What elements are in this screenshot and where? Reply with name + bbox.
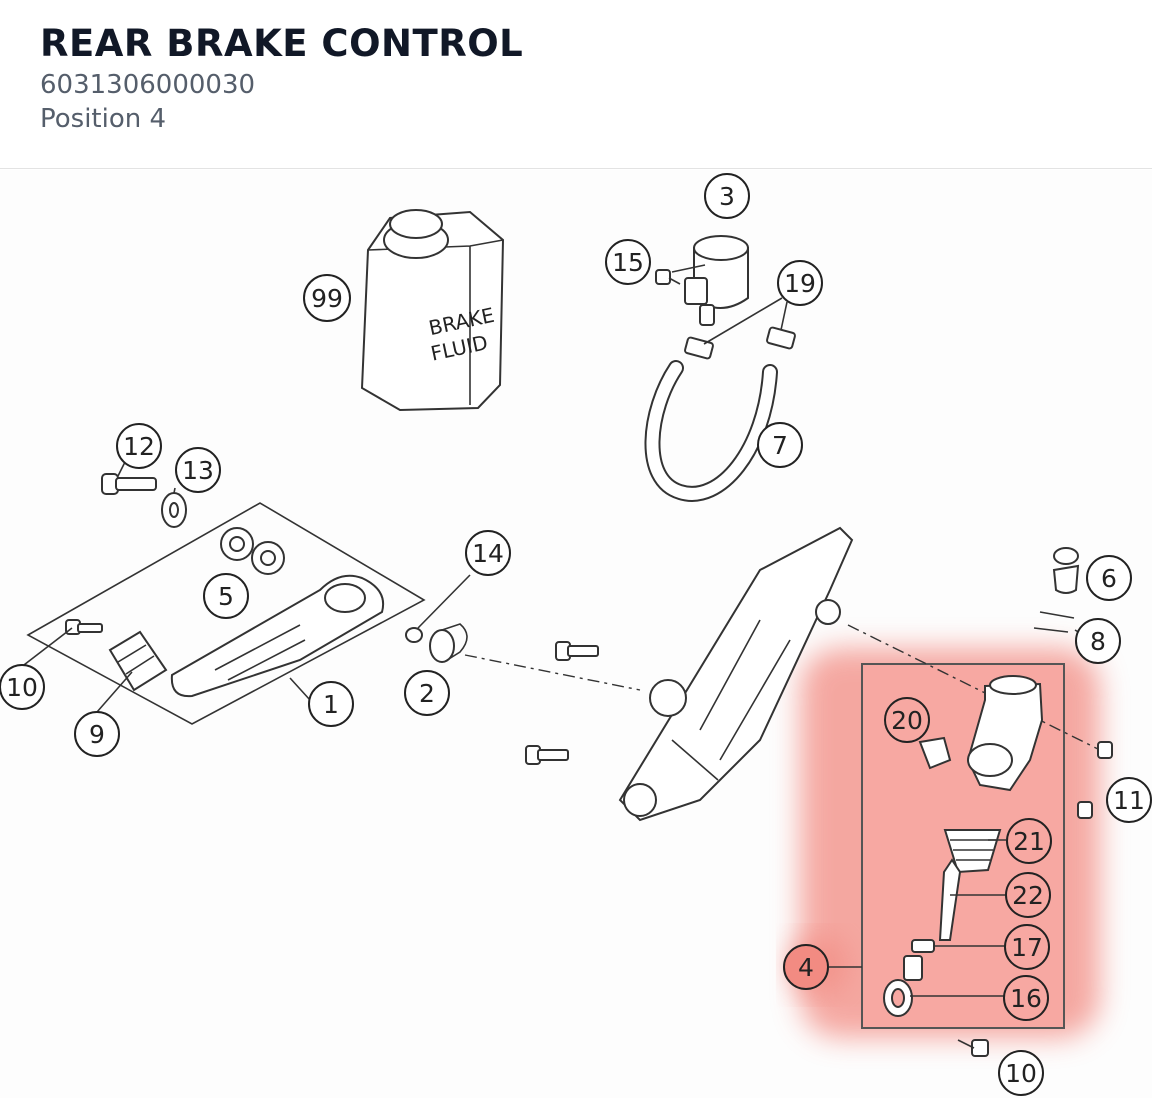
svg-text:22: 22 (1012, 881, 1044, 910)
callout-5[interactable]: 5 (203, 573, 249, 619)
svg-text:19: 19 (784, 269, 816, 298)
brake-pedal[interactable] (170, 574, 384, 698)
svg-text:3: 3 (719, 182, 735, 211)
svg-text:10: 10 (6, 673, 38, 702)
callout-4[interactable]: 4 (783, 944, 829, 990)
part-number: 6031306000030 (40, 70, 256, 100)
pedal-return-sleeve[interactable] (429, 623, 468, 663)
callout-7[interactable]: 7 (757, 422, 803, 468)
dust-cap[interactable] (1052, 547, 1080, 594)
bracket-bolts[interactable] (525, 641, 599, 765)
callout-3[interactable]: 3 (704, 173, 750, 219)
footrest-bracket[interactable] (618, 526, 854, 822)
svg-text:5: 5 (218, 582, 234, 611)
brake-pedal-kit-outline (26, 502, 426, 725)
callout-9[interactable]: 9 (74, 711, 120, 757)
svg-text:13: 13 (182, 456, 214, 485)
callout-12[interactable]: 12 (116, 423, 162, 469)
callout-14[interactable]: 14 (465, 530, 511, 576)
svg-text:20: 20 (891, 706, 923, 735)
callout-15[interactable]: 15 (605, 239, 651, 285)
rubber-boot[interactable] (943, 829, 1002, 874)
fork-head[interactable] (883, 955, 923, 1017)
svg-text:15: 15 (612, 248, 644, 277)
callout-6[interactable]: 6 (1086, 555, 1132, 601)
svg-text:8: 8 (1090, 627, 1106, 656)
axis-line (464, 654, 641, 691)
exploded-parts-diagram: BRAKE FLUID (0, 170, 1152, 1098)
svg-text:10: 10 (1005, 1059, 1037, 1088)
svg-text:4: 4 (798, 953, 814, 982)
svg-text:9: 9 (89, 720, 105, 749)
svg-text:17: 17 (1011, 933, 1043, 962)
svg-text:16: 16 (1010, 984, 1042, 1013)
pivot-bolt[interactable] (101, 473, 157, 495)
callout-13[interactable]: 13 (175, 447, 221, 493)
callout-99[interactable]: 99 (303, 274, 351, 322)
hose-fitting[interactable] (918, 736, 952, 770)
callout-17[interactable]: 17 (1004, 924, 1050, 970)
svg-text:6: 6 (1101, 564, 1117, 593)
svg-text:14: 14 (472, 539, 504, 568)
split-pins[interactable] (1033, 611, 1075, 633)
svg-text:1: 1 (323, 690, 339, 719)
callout-10-left[interactable]: 10 (0, 664, 45, 710)
master-cylinder-bolts[interactable] (957, 741, 1113, 1057)
callout-8[interactable]: 8 (1075, 618, 1121, 664)
master-cylinder[interactable] (966, 675, 1044, 792)
svg-text:2: 2 (419, 679, 435, 708)
callout-1[interactable]: 1 (308, 681, 354, 727)
callout-22[interactable]: 22 (1005, 872, 1051, 918)
callout-11[interactable]: 11 (1106, 777, 1152, 823)
brake-fluid-reservoir[interactable] (684, 235, 749, 326)
svg-text:99: 99 (311, 284, 343, 313)
callout-21[interactable]: 21 (1006, 818, 1052, 864)
svg-text:7: 7 (772, 431, 788, 460)
pivot-washer[interactable] (161, 492, 187, 528)
pedal-screw[interactable] (65, 619, 103, 635)
pedal-tip[interactable] (108, 630, 168, 692)
lock-nut[interactable] (911, 939, 935, 953)
axis-line (847, 624, 1101, 751)
callout-20[interactable]: 20 (884, 697, 930, 743)
callout-2[interactable]: 2 (404, 670, 450, 716)
callout-19[interactable]: 19 (777, 260, 823, 306)
svg-text:12: 12 (123, 432, 155, 461)
hose-clamps[interactable] (684, 326, 796, 360)
svg-text:11: 11 (1113, 786, 1145, 815)
svg-text:21: 21 (1013, 827, 1045, 856)
page-title: REAR BRAKE CONTROL (40, 22, 524, 65)
pedal-bearings[interactable] (220, 527, 285, 575)
assembly-4-highlight[interactable] (788, 648, 1100, 1038)
position-label: Position 4 (40, 104, 167, 134)
leader-lines (19, 264, 1081, 997)
washer[interactable] (405, 627, 423, 643)
brake-fluid-bottle[interactable]: BRAKE FLUID (360, 209, 505, 412)
reservoir-bolt[interactable] (655, 269, 681, 285)
callout-16[interactable]: 16 (1003, 975, 1049, 1021)
callout-10-bottom[interactable]: 10 (998, 1050, 1044, 1096)
header: REAR BRAKE CONTROL 6031306000030 Positio… (0, 0, 1152, 169)
push-rod[interactable] (938, 858, 962, 941)
brake-hose[interactable] (644, 360, 778, 502)
